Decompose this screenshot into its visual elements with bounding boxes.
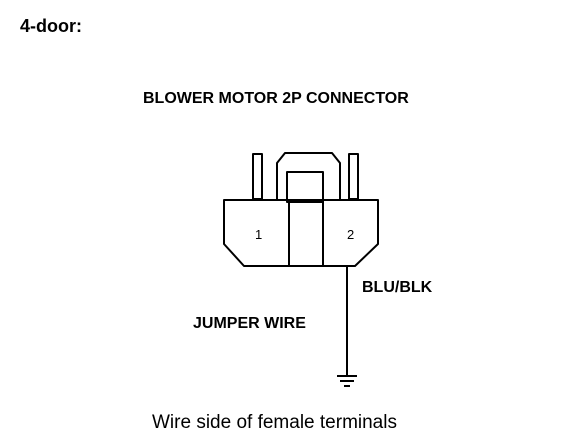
latch-inner	[286, 171, 324, 203]
jumper-wire-label: JUMPER WIRE	[193, 315, 306, 332]
terminal-2-label: 2	[347, 227, 354, 242]
caption: Wire side of female terminals	[152, 412, 397, 433]
connector-body	[223, 199, 379, 267]
right-lock-post	[348, 153, 359, 200]
wire-color-label: BLU/BLK	[362, 279, 433, 296]
connector-title: BLOWER MOTOR 2P CONNECTOR	[143, 90, 409, 107]
terminal-1-label: 1	[255, 227, 262, 242]
latch	[276, 152, 341, 199]
section-title: 4-door:	[20, 16, 82, 36]
ground-symbol-icon	[337, 375, 357, 387]
left-lock-post	[252, 153, 263, 200]
